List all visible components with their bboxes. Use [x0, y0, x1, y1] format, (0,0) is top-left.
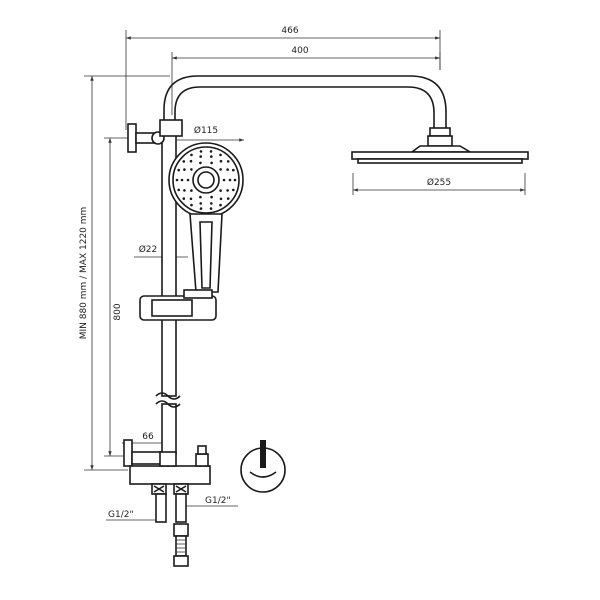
nozzle: [190, 189, 193, 192]
nozzle: [183, 168, 186, 171]
head-diameter-label: Ø255: [427, 177, 451, 188]
total-width-label: 466: [281, 26, 298, 36]
nozzle: [177, 188, 180, 192]
nozzle: [189, 197, 193, 201]
nozzle: [219, 197, 223, 201]
nozzle: [199, 150, 203, 153]
dimension-hand-shower: Ø115: [168, 125, 244, 142]
nozzle: [219, 168, 222, 171]
nozzle: [199, 195, 202, 199]
nozzle: [199, 161, 202, 165]
nozzle: [199, 207, 203, 210]
nozzle: [232, 168, 235, 172]
nozzle: [175, 178, 179, 182]
nozzle: [186, 178, 190, 182]
center-offset-label: 66: [142, 432, 154, 442]
inlet-right-label: G1/2": [205, 496, 231, 506]
nozzle: [190, 153, 193, 157]
nozzle: [210, 161, 213, 165]
nozzle: [182, 160, 186, 163]
hand-shower: [168, 142, 244, 293]
rain-shower-head: [351, 145, 529, 164]
nozzle: [177, 168, 180, 172]
nozzle: [219, 159, 223, 163]
nozzle: [210, 155, 213, 158]
nozzle: [199, 202, 202, 205]
dimension-rail-length: 800: [104, 137, 132, 457]
nozzle: [182, 197, 186, 200]
mixer-knob-front-view: [240, 440, 286, 493]
dimension-arm-length: 400: [171, 46, 441, 115]
nozzle: [226, 197, 230, 200]
nozzle: [232, 188, 235, 192]
nozzle: [183, 189, 186, 192]
nozzle: [209, 150, 213, 153]
water-inlets: [151, 483, 189, 523]
inlet-left-label: G1/2": [108, 510, 134, 520]
nozzle: [226, 160, 230, 163]
nozzle: [219, 153, 222, 157]
dimension-rail-diameter: Ø22: [134, 244, 188, 258]
shower-slider-holder: [139, 289, 217, 321]
nozzle: [228, 178, 232, 182]
dimension-height-range: MIN 880 mm / MAX 1220 mm: [79, 75, 170, 471]
upper-wall-bracket: [127, 119, 183, 153]
nozzle: [222, 178, 226, 182]
mixer-valve-body: [129, 445, 211, 485]
nozzle: [219, 203, 222, 207]
nozzle: [210, 195, 213, 199]
nozzle: [226, 189, 229, 192]
nozzle: [209, 207, 213, 210]
shower-hose: [173, 523, 189, 567]
nozzle: [219, 189, 222, 192]
hand-shower-diameter-label: Ø115: [194, 125, 218, 136]
lower-wall-bracket: [123, 439, 163, 467]
nozzle: [190, 203, 193, 207]
nozzle: [189, 159, 193, 163]
hand-shower-nozzles: [175, 150, 237, 210]
height-range-label: MIN 880 mm / MAX 1220 mm: [79, 207, 89, 340]
nozzle: [233, 178, 237, 182]
overhead-arm: [163, 75, 453, 147]
nozzle: [226, 168, 229, 171]
nozzle: [210, 202, 213, 205]
nozzle: [180, 178, 184, 182]
arm-length-label: 400: [291, 46, 308, 56]
nozzle: [199, 155, 202, 158]
rail-diameter-label: Ø22: [139, 244, 158, 255]
rail-length-label: 800: [113, 303, 123, 320]
dimension-head-diameter: Ø255: [352, 173, 526, 195]
dimension-inlets: G1/2" G1/2": [106, 496, 238, 521]
nozzle: [190, 168, 193, 171]
dimension-total-width: 466: [125, 26, 441, 130]
